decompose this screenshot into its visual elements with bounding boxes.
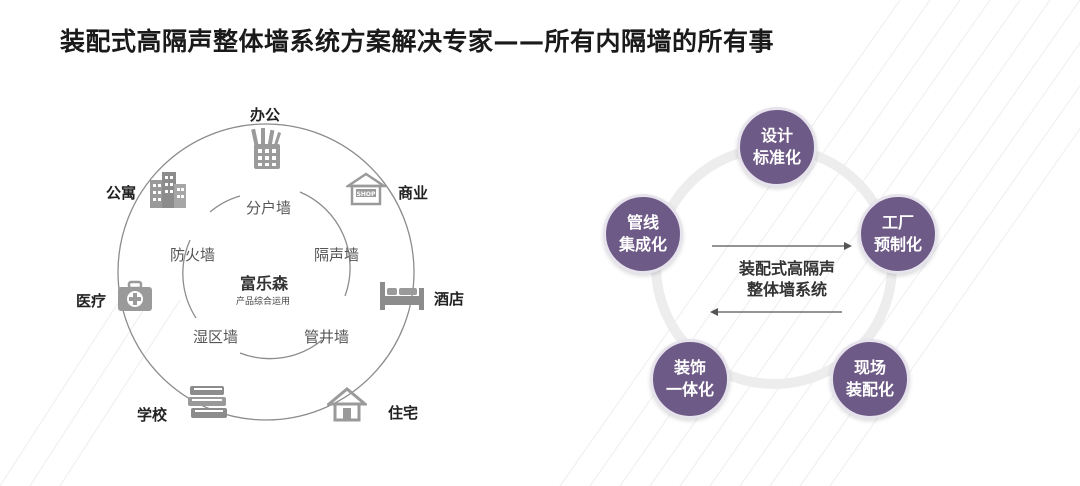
node-onsite: 现场 装配化 [830,339,910,419]
sector-office-label: 办公 [250,106,281,124]
sector-school-label: 学校 [137,406,168,424]
pencil-cup-icon [251,128,282,169]
left-rings [117,123,415,421]
wall-type-wet: 湿区墙 [193,328,239,346]
brand-subtitle: 产品综合运用 [236,297,291,307]
wall-type-party: 分户墙 [246,199,292,217]
node-factory: 工厂 预制化 [858,194,938,274]
system-center-line2: 整体墙系统 [746,280,827,299]
wall-type-fire: 防火墙 [170,246,216,264]
bed-icon [380,282,424,310]
node-factory-line1: 工厂 [881,213,914,232]
first-aid-icon [118,280,152,311]
node-pipeline-line2: 集成化 [618,235,667,254]
apartment-building-icon [150,172,186,208]
sector-apartment-label: 公寓 [106,184,137,202]
node-design-line1: 设计 [760,126,793,145]
house-icon [327,387,367,422]
node-pipeline: 管线 集成化 [603,194,683,274]
node-decoration: 装饰 一体化 [650,339,730,419]
wall-type-sound: 隔声墙 [314,246,360,264]
node-factory-line2: 预制化 [873,235,922,254]
sector-hotel-label: 酒店 [434,290,465,308]
wall-type-shaft: 管井墙 [304,328,350,346]
brand-name: 富乐森 [240,274,289,293]
node-decoration-line2: 一体化 [665,380,714,399]
system-center-label: 装配式高隔声 整体墙系统 [712,258,862,300]
sector-commercial-label: 商业 [398,184,429,202]
node-design: 设计 标准化 [737,107,817,187]
node-design-line2: 标准化 [752,148,801,167]
sector-residence-label: 住宅 [388,404,419,422]
shop-icon: SHOP [346,172,386,206]
node-onsite-line2: 装配化 [845,380,894,399]
shop-sign-text: SHOP [357,191,376,198]
sector-medical-label: 医疗 [76,292,107,310]
node-decoration-line1: 装饰 [673,358,706,377]
books-icon [188,386,227,418]
node-pipeline-line1: 管线 [626,213,659,232]
system-center-line1: 装配式高隔声 [738,259,835,278]
page-title: 装配式高隔声整体墙系统方案解决专家——所有内隔墙的所有事 [60,27,775,56]
node-onsite-line1: 现场 [853,358,886,377]
